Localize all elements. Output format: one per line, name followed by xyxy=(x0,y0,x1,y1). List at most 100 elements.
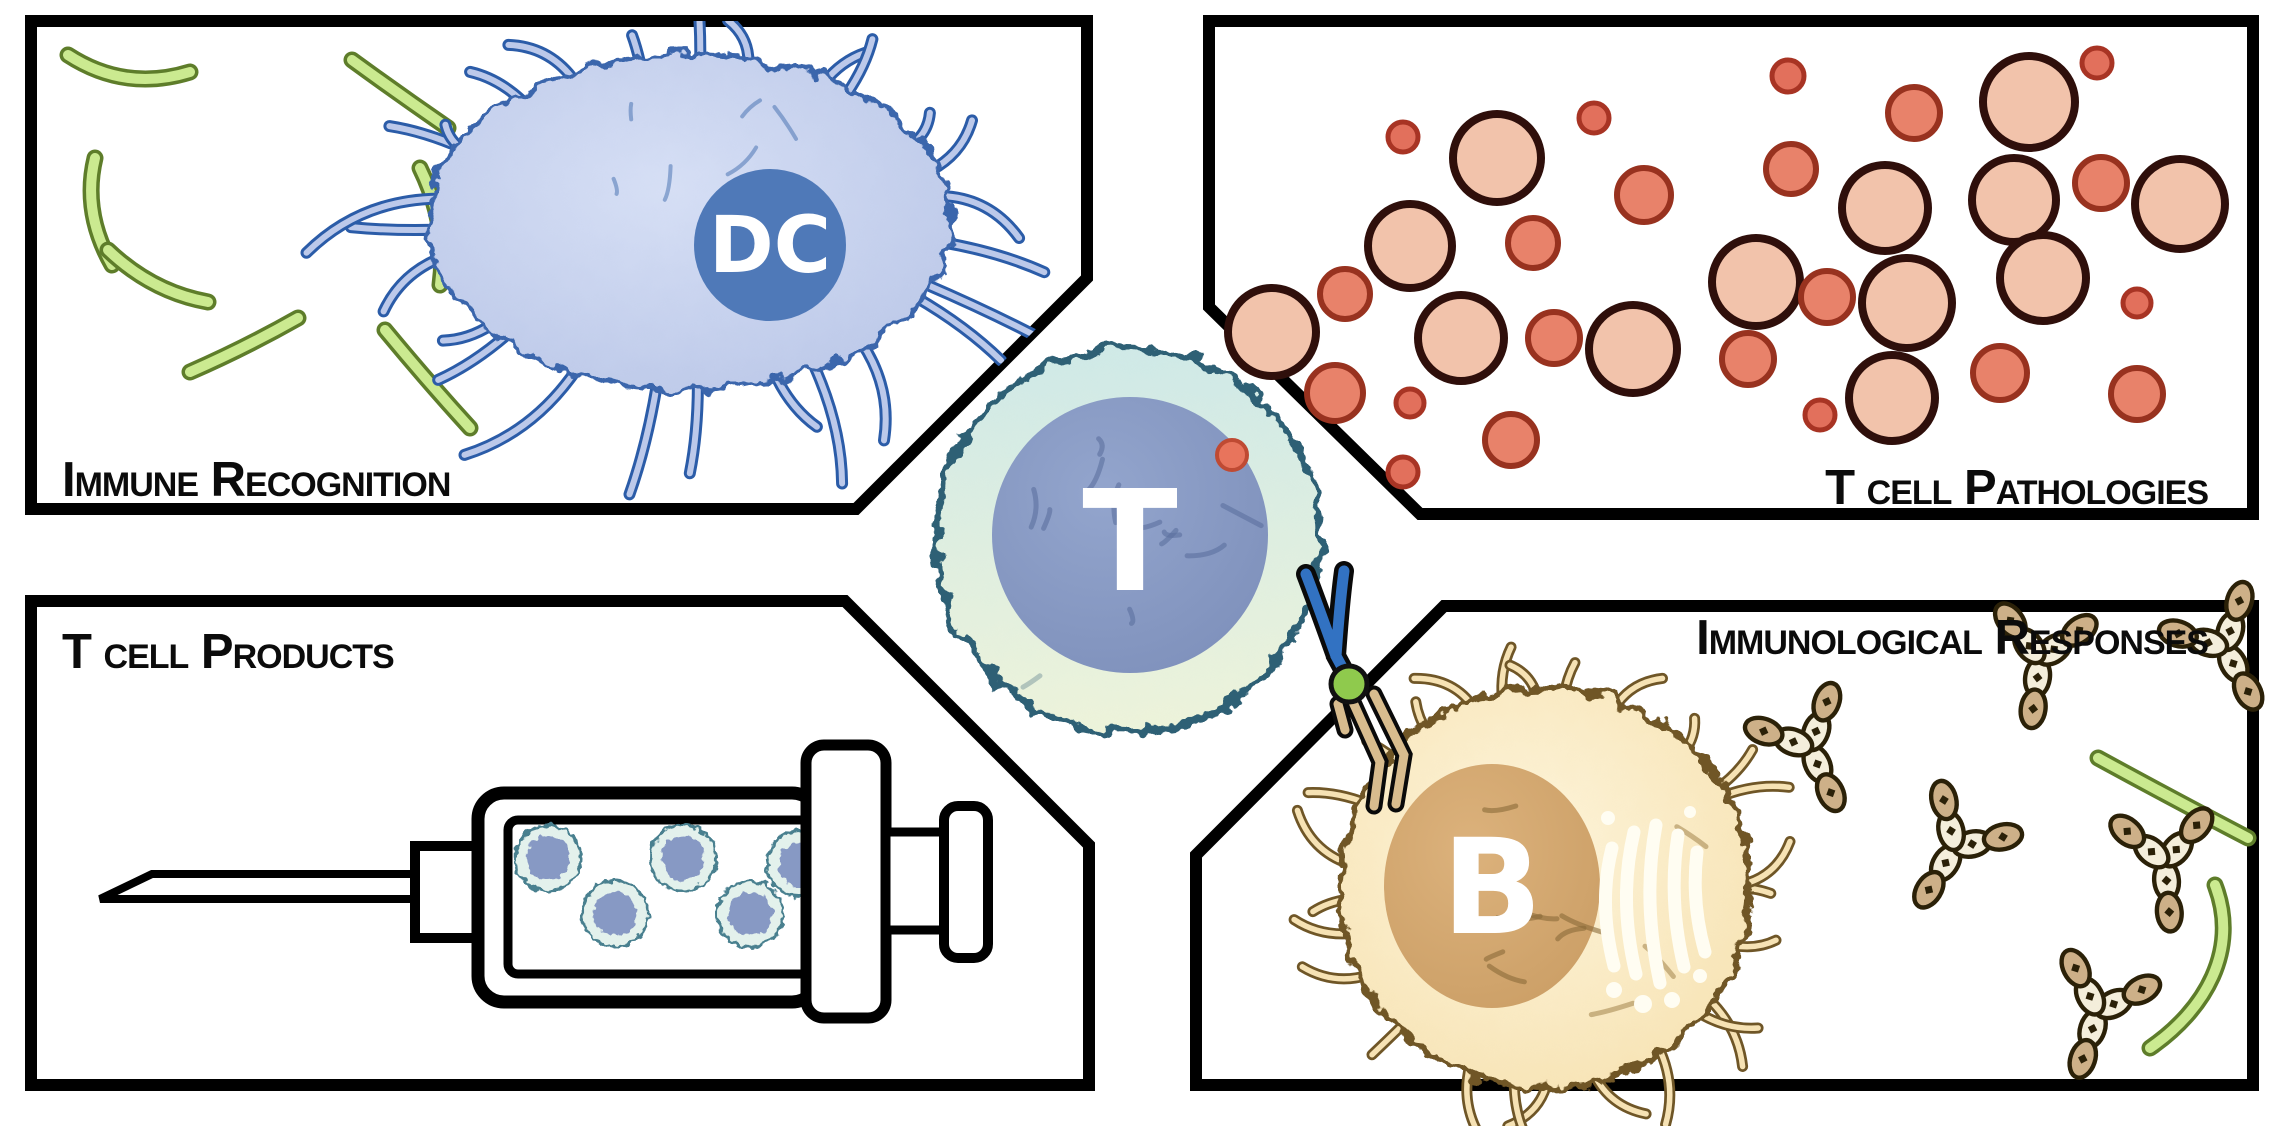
pathology-cell xyxy=(2072,154,2130,212)
cell-texture-mark xyxy=(662,164,673,202)
cell-dendrite xyxy=(939,239,1048,276)
syringe-plunger-shaft xyxy=(881,827,949,935)
pathogen-worm-icon xyxy=(2093,753,2253,843)
pathology-cell xyxy=(1858,254,1956,352)
label-immunological-responses: Immunological Responses xyxy=(1696,611,2208,665)
immunological-responses-content: B xyxy=(1288,579,2265,1126)
antibody-icon xyxy=(2156,579,2265,712)
pathology-cell xyxy=(1838,161,1932,255)
t-cell-nucleus xyxy=(992,397,1268,673)
cell-dendrite xyxy=(686,382,701,477)
pathology-cell xyxy=(1708,234,1804,330)
cell-dendrite xyxy=(858,339,889,444)
pathology-cell xyxy=(1304,362,1366,424)
pathology-cell xyxy=(1449,110,1545,206)
pathology-cell xyxy=(1885,84,1943,142)
pathology-cell xyxy=(1585,301,1681,397)
cell-texture-mark xyxy=(1085,456,1105,493)
pathology-cell xyxy=(1996,231,2090,325)
pathology-cell xyxy=(2131,155,2229,253)
cell-dendrite xyxy=(913,294,1005,364)
pathogen-worm-icon xyxy=(103,245,213,307)
cell-dendrite xyxy=(347,224,439,234)
pathogen-worm-icon xyxy=(347,55,453,133)
pathology-cell xyxy=(1393,386,1427,420)
cell-dendrite xyxy=(461,365,581,458)
pathology-cell xyxy=(1385,119,1421,155)
tcr-icon xyxy=(1300,565,1350,675)
cell-texture-mark xyxy=(628,101,634,122)
cell-dendrite xyxy=(626,381,660,498)
pathogen-group xyxy=(2089,749,2257,1057)
pathology-cell xyxy=(1525,309,1583,367)
cell-texture-mark xyxy=(1127,606,1136,626)
b-cell-nucleus xyxy=(1384,764,1600,1008)
antigen-dot-icon xyxy=(1215,438,1249,472)
syringe xyxy=(98,739,993,1024)
tcr-mhc-complex xyxy=(1296,561,1413,815)
t-label: T xyxy=(1082,461,1178,624)
cell-texture-mark xyxy=(1135,519,1163,531)
syringe-t-cell xyxy=(580,879,650,949)
cell-texture-mark xyxy=(611,176,619,196)
pathology-cell xyxy=(1385,454,1421,490)
cell-texture-mark xyxy=(772,105,798,141)
pathology-cell xyxy=(1614,165,1674,225)
pathology-cell xyxy=(1576,100,1612,136)
mhc-icon xyxy=(1333,689,1409,811)
pathology-cell xyxy=(2120,286,2154,320)
cell-texture-mark xyxy=(1495,913,1543,922)
pathology-cell xyxy=(1798,268,1856,326)
syringe-t-cell xyxy=(513,823,583,893)
cell-texture-mark xyxy=(1588,1000,1636,1018)
pathology-cell xyxy=(2108,365,2166,423)
cell-dendrite xyxy=(303,195,441,256)
antibody-icon xyxy=(1992,601,2099,731)
syringe-t-cell xyxy=(648,823,718,893)
pathology-cell xyxy=(1970,343,2030,403)
cell-texture-mark xyxy=(1674,824,1709,850)
syringe-t-cell xyxy=(715,879,785,949)
pathology-cell xyxy=(1224,284,1320,380)
t-cell: T xyxy=(932,344,1324,736)
antigen-icon xyxy=(1328,663,1370,705)
antibody-group xyxy=(1742,579,2265,1080)
dendritic-cell-nucleus xyxy=(694,169,846,321)
pathology-cell xyxy=(1364,200,1456,292)
cell-texture-mark xyxy=(1559,913,1605,935)
label-immune-recognition: Immune Recognition xyxy=(62,453,450,507)
cell-texture-mark xyxy=(1184,542,1227,559)
label-t-cell-products: T cell Products xyxy=(62,625,394,679)
pathology-cell xyxy=(1968,154,2060,246)
syringe-needle xyxy=(98,870,419,903)
pathology-cells-group xyxy=(1224,45,2229,490)
cell-texture-mark xyxy=(1486,963,1527,985)
cell-texture-mark xyxy=(1159,527,1179,547)
antibody-icon xyxy=(1912,778,2025,910)
cell-texture-mark xyxy=(1503,891,1518,918)
pathology-cell xyxy=(1505,215,1561,271)
antibody-icon xyxy=(2108,806,2215,934)
pathogen-worm-icon xyxy=(63,50,195,84)
b-cell: B xyxy=(1288,641,1796,1126)
cell-texture-mark xyxy=(725,145,759,177)
cell-dendrite xyxy=(810,361,846,487)
cell-dendrite xyxy=(691,21,704,62)
cell-texture-mark xyxy=(740,98,762,119)
pathology-cell xyxy=(1845,351,1939,445)
pathology-cell xyxy=(1317,266,1373,322)
golgi-apparatus-icon xyxy=(1598,806,1712,1013)
dendritic-cell: DC xyxy=(300,21,1061,501)
cell-texture-mark xyxy=(1111,482,1122,526)
pathology-cell xyxy=(1482,411,1540,469)
cell-texture-mark xyxy=(1028,486,1039,530)
cell-texture-mark xyxy=(1096,436,1105,457)
label-t-cell-pathologies: T cell Pathologies xyxy=(1825,461,2208,515)
pathogen-worm-icon xyxy=(185,313,303,377)
antibody-icon xyxy=(1742,680,1847,814)
dc-label: DC xyxy=(709,201,831,291)
cell-texture-mark xyxy=(1220,503,1264,529)
cell-texture-mark xyxy=(1020,673,1043,690)
